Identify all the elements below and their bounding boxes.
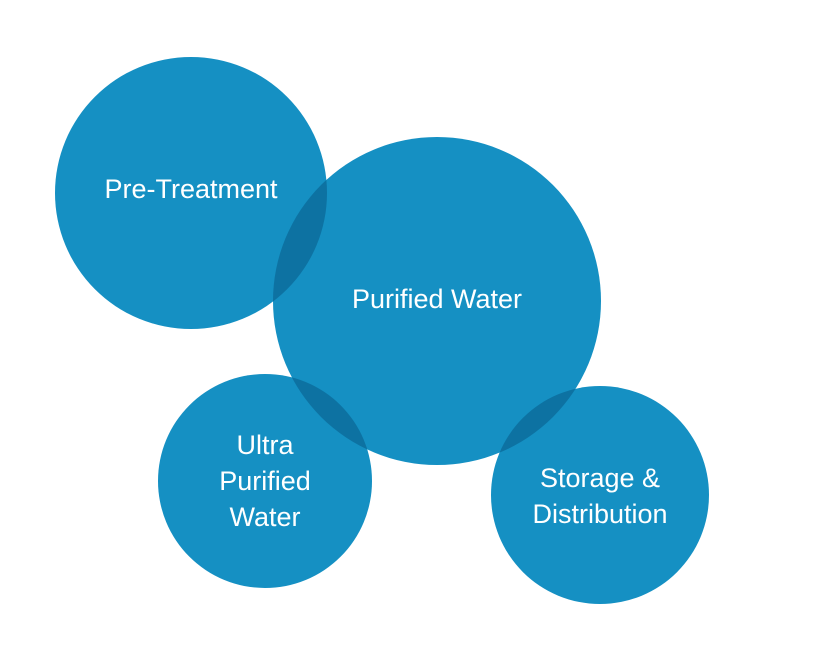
label-purified-water: Purified Water (351, 284, 523, 314)
label-ultra-purified-water: Ultra Purified Water (219, 430, 311, 532)
circle-purified-water (273, 137, 601, 465)
circle-storage-distribution (491, 386, 709, 604)
circle-ultra-purified-water (158, 374, 372, 588)
label-storage-distribution: Storage & Distribution (532, 463, 668, 529)
circle-pre-treatment (55, 57, 327, 329)
label-pre-treatment: Pre-Treatment (104, 174, 278, 204)
